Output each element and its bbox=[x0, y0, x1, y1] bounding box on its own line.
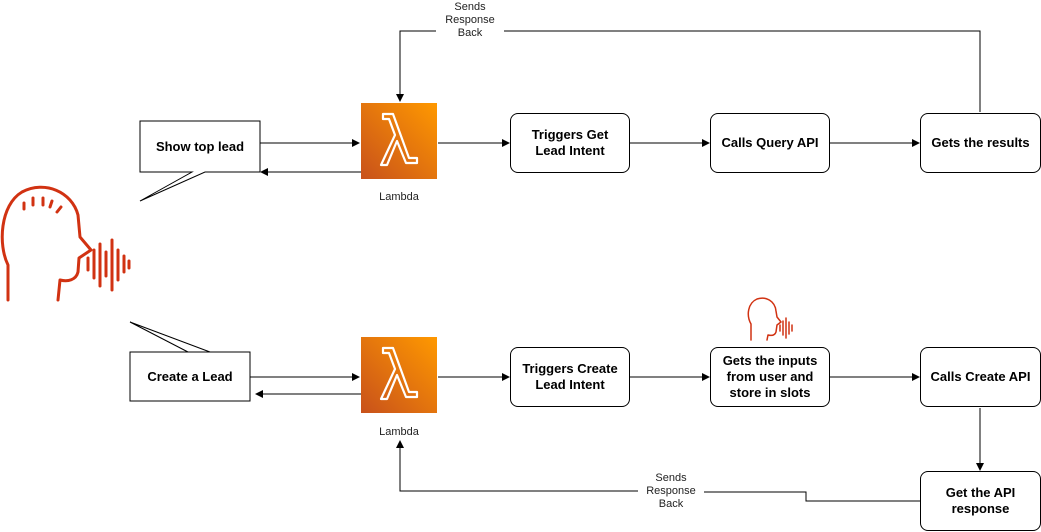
lambda-bottom bbox=[361, 337, 437, 413]
speech-bubble-top-text: Show top lead bbox=[155, 139, 245, 154]
lambda-top-caption: Lambda bbox=[379, 191, 419, 203]
speech-bubble-bottom-text: Create a Lead bbox=[147, 369, 233, 384]
step-create-lead-intent: Triggers Create Lead Intent bbox=[510, 347, 630, 407]
step-get-api-response: Get the API response bbox=[920, 471, 1041, 531]
speech-bubble-bottom bbox=[129, 321, 251, 402]
aws-lambda-icon bbox=[379, 112, 419, 167]
lambda-top bbox=[361, 103, 437, 179]
aws-lambda-icon bbox=[379, 346, 419, 401]
step-calls-create-api: Calls Create API bbox=[920, 347, 1041, 407]
arrow-results-back-to-lambda bbox=[396, 30, 981, 112]
step-gets-inputs: Gets the inputs from user and store in s… bbox=[710, 347, 830, 407]
lambda-bottom-caption: Lambda bbox=[379, 426, 419, 438]
step-gets-results: Gets the results bbox=[920, 113, 1041, 173]
speaking-person-icon bbox=[0, 185, 131, 302]
arrow-response-to-label bbox=[693, 488, 920, 502]
speech-bubble-top bbox=[139, 120, 261, 202]
bottom-return-label: Sends Response Back bbox=[638, 472, 704, 511]
speaking-person-icon-small bbox=[747, 297, 793, 341]
step-calls-query-api: Calls Query API bbox=[710, 113, 830, 173]
top-return-label: Sends Response Back bbox=[436, 1, 504, 40]
step-get-lead-intent: Triggers Get Lead Intent bbox=[510, 113, 630, 173]
arrow-label-to-lambda-bottom bbox=[396, 440, 650, 492]
